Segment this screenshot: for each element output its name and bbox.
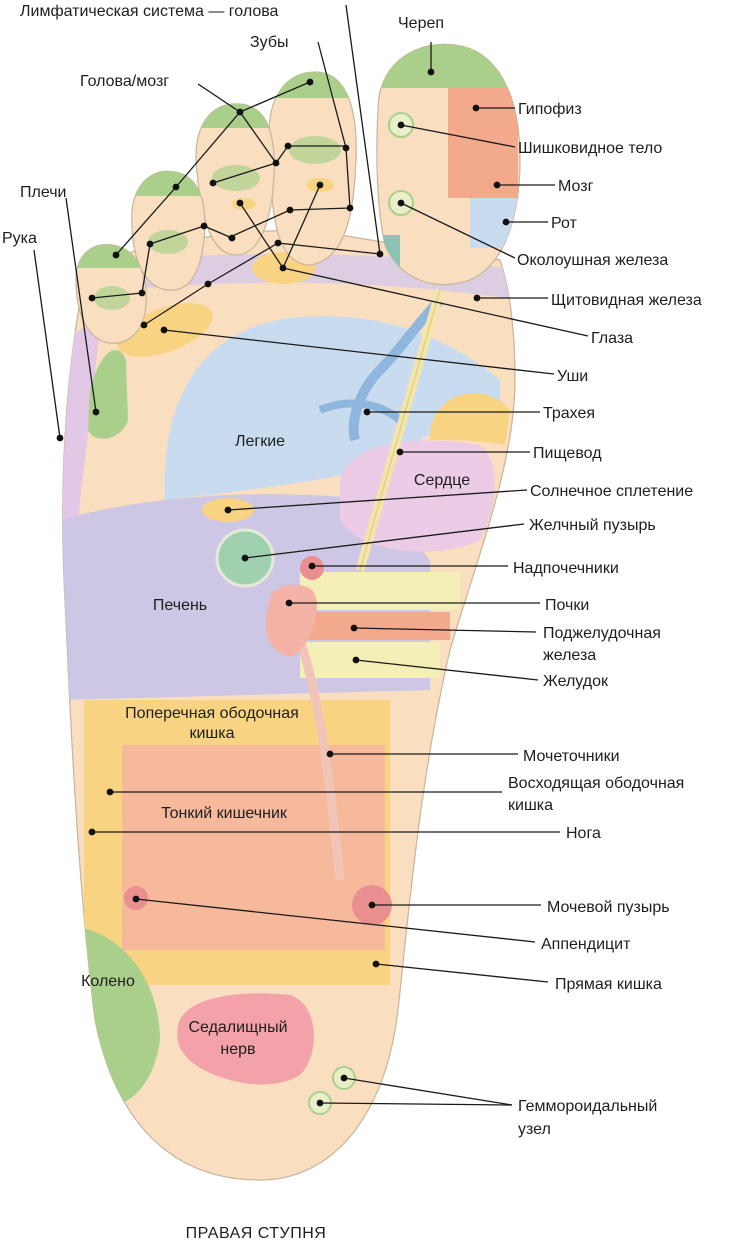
- foot-sole: [62, 229, 516, 1181]
- label-brain: Мозг: [558, 178, 594, 195]
- third-toe: [195, 103, 275, 256]
- label-ureters: Мочеточники: [523, 748, 620, 765]
- shoulder-zone: [88, 350, 128, 439]
- small-intestine-zone: [122, 745, 385, 950]
- label-rectum: Прямая кишка: [555, 976, 662, 993]
- second-toe: [268, 71, 357, 266]
- fifth-toe: [75, 243, 147, 344]
- label-leg: Нога: [566, 825, 601, 842]
- label-trachea: Трахея: [543, 405, 595, 422]
- label-pancreas-2: железа: [543, 647, 596, 664]
- label-solar-plexus: Солнечное сплетение: [530, 483, 693, 500]
- label-parotid: Околоушная железа: [517, 252, 668, 269]
- zone-labels: Легкие Сердце Печень Поперечная ободочна…: [81, 433, 470, 1058]
- label-adrenals: Надпочечники: [513, 560, 619, 577]
- zone-label-knee: Колено: [81, 973, 135, 990]
- label-esophagus: Пищевод: [533, 445, 602, 462]
- callout-labels: Лимфатическая система — голова Зубы Голо…: [2, 3, 702, 1138]
- label-lymph-head: Лимфатическая система — голова: [20, 3, 279, 20]
- zone-label-heart: Сердце: [414, 472, 470, 489]
- zone-label-sciatic-1: Седалищный: [188, 1019, 287, 1036]
- label-ascending-colon-1: Восходящая ободочная: [508, 775, 684, 792]
- arm-zone: [62, 326, 100, 520]
- leader-dots: [56, 68, 510, 1107]
- label-pancreas-1: Поджелудочная: [543, 625, 661, 642]
- label-hemorrhoid-2: узел: [518, 1121, 551, 1138]
- label-arm: Рука: [2, 230, 37, 247]
- label-skull: Череп: [398, 15, 444, 32]
- fourth-toe: [131, 170, 206, 291]
- diagram-caption: ПРАВАЯ СТУПНЯ: [186, 1225, 327, 1242]
- label-gallbladder: Желчный пузырь: [529, 517, 656, 534]
- label-shoulders: Плечи: [20, 184, 66, 201]
- label-ascending-colon-2: кишка: [508, 797, 553, 814]
- label-hemorrhoid-1: Геммороидальный: [518, 1098, 657, 1115]
- label-teeth: Зубы: [250, 34, 289, 51]
- zone-label-transverse-colon-1: Поперечная ободочная: [125, 705, 299, 722]
- label-mouth: Рот: [551, 215, 578, 232]
- label-pituitary: Гипофиз: [518, 101, 582, 118]
- label-eyes: Глаза: [591, 330, 633, 347]
- label-head-brain: Голова/мозг: [80, 73, 169, 90]
- label-bladder: Мочевой пузырь: [547, 899, 670, 916]
- label-stomach: Желудок: [543, 673, 609, 690]
- label-ears: Уши: [557, 368, 588, 385]
- label-kidneys: Почки: [545, 597, 589, 614]
- label-pineal: Шишковидное тело: [518, 140, 662, 157]
- heart-zone: [340, 440, 495, 552]
- label-thyroid: Щитовидная железа: [551, 292, 702, 309]
- zone-label-small-intestine: Тонкий кишечник: [161, 805, 288, 822]
- zone-label-sciatic-2: нерв: [220, 1041, 255, 1058]
- label-appendix: Аппендицит: [541, 936, 631, 953]
- zone-label-transverse-colon-2: кишка: [189, 725, 234, 742]
- big-toe: [376, 43, 521, 286]
- ureter-zone: [295, 638, 345, 881]
- trachea-zone: [348, 296, 444, 442]
- zone-label-lungs: Легкие: [235, 433, 285, 450]
- zone-label-liver: Печень: [153, 597, 207, 614]
- sciatic-nerve-zone: [177, 993, 314, 1085]
